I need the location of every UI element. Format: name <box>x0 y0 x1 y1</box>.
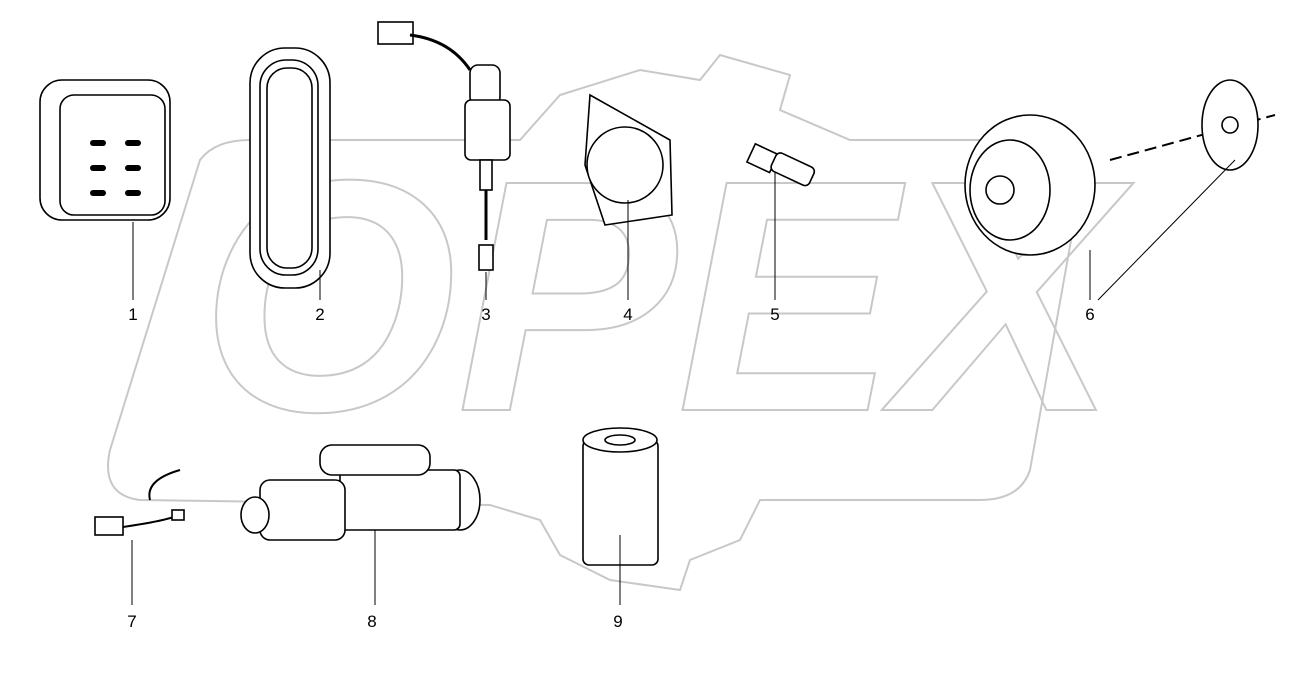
part-6-alternator[interactable] <box>964 79 1276 301</box>
part-label-3: 3 <box>481 305 490 324</box>
part-label-9: 9 <box>613 612 622 631</box>
part-4-gasket[interactable] <box>584 93 673 300</box>
part-label-5: 5 <box>770 305 779 324</box>
part-label-8: 8 <box>367 612 376 631</box>
part-1-connector[interactable] <box>39 79 171 300</box>
part-5-sensor[interactable] <box>745 142 816 300</box>
part-label-4: 4 <box>623 305 632 324</box>
part-label-1: 1 <box>128 305 137 324</box>
part-7-harness[interactable] <box>94 469 185 605</box>
part-label-6: 6 <box>1085 305 1094 324</box>
part-3-sender[interactable] <box>377 21 511 300</box>
fan <box>1201 79 1259 171</box>
part-9-filter[interactable] <box>582 427 659 605</box>
part-label-2: 2 <box>315 305 324 324</box>
part-2-belt[interactable] <box>249 47 331 300</box>
part-label-7: 7 <box>127 612 136 631</box>
part-8-starter[interactable] <box>240 444 481 605</box>
